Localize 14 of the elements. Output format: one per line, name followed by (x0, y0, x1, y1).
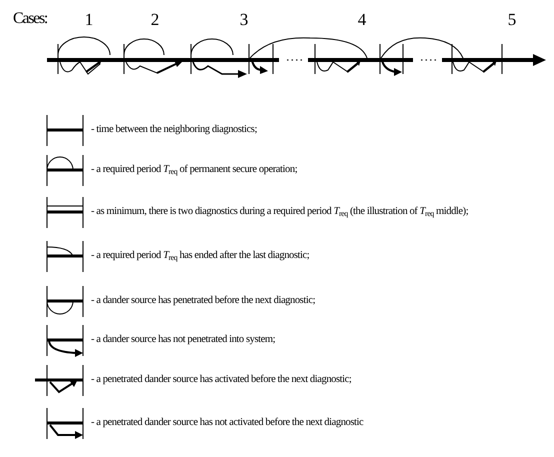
legend-text: - a dander source has not penetrated into system; (91, 334, 276, 346)
legend-text: - a required period T$_{req}$ has ended after the last diagnostic; (91, 250, 310, 262)
case-number: 1 (84, 9, 94, 31)
legend-text: - time between the neighboring diagnostics; (91, 124, 258, 136)
case-number: 3 (240, 9, 248, 31)
legend-text: - a penetrated dander source has not activated before the next diagnostic (91, 417, 364, 429)
legend-text: - a dander source has penetrated before the next diagnostic; (91, 295, 316, 307)
cases-heading: Cases: (13, 9, 48, 29)
case-number: 4 (358, 9, 366, 31)
legend-text: - a penetrated dander source has activated before the next diagnostic; (91, 374, 352, 386)
case-number: 5 (508, 9, 516, 31)
legend-text: - as minimum, there is two diagnostics during a required period T$_{req}$ (the illustration of T$_{req}$ middle); (91, 206, 470, 218)
case-number: 2 (150, 9, 160, 31)
legend-text: - a required period T$_{req}$ of permanent secure operation; (91, 164, 298, 176)
